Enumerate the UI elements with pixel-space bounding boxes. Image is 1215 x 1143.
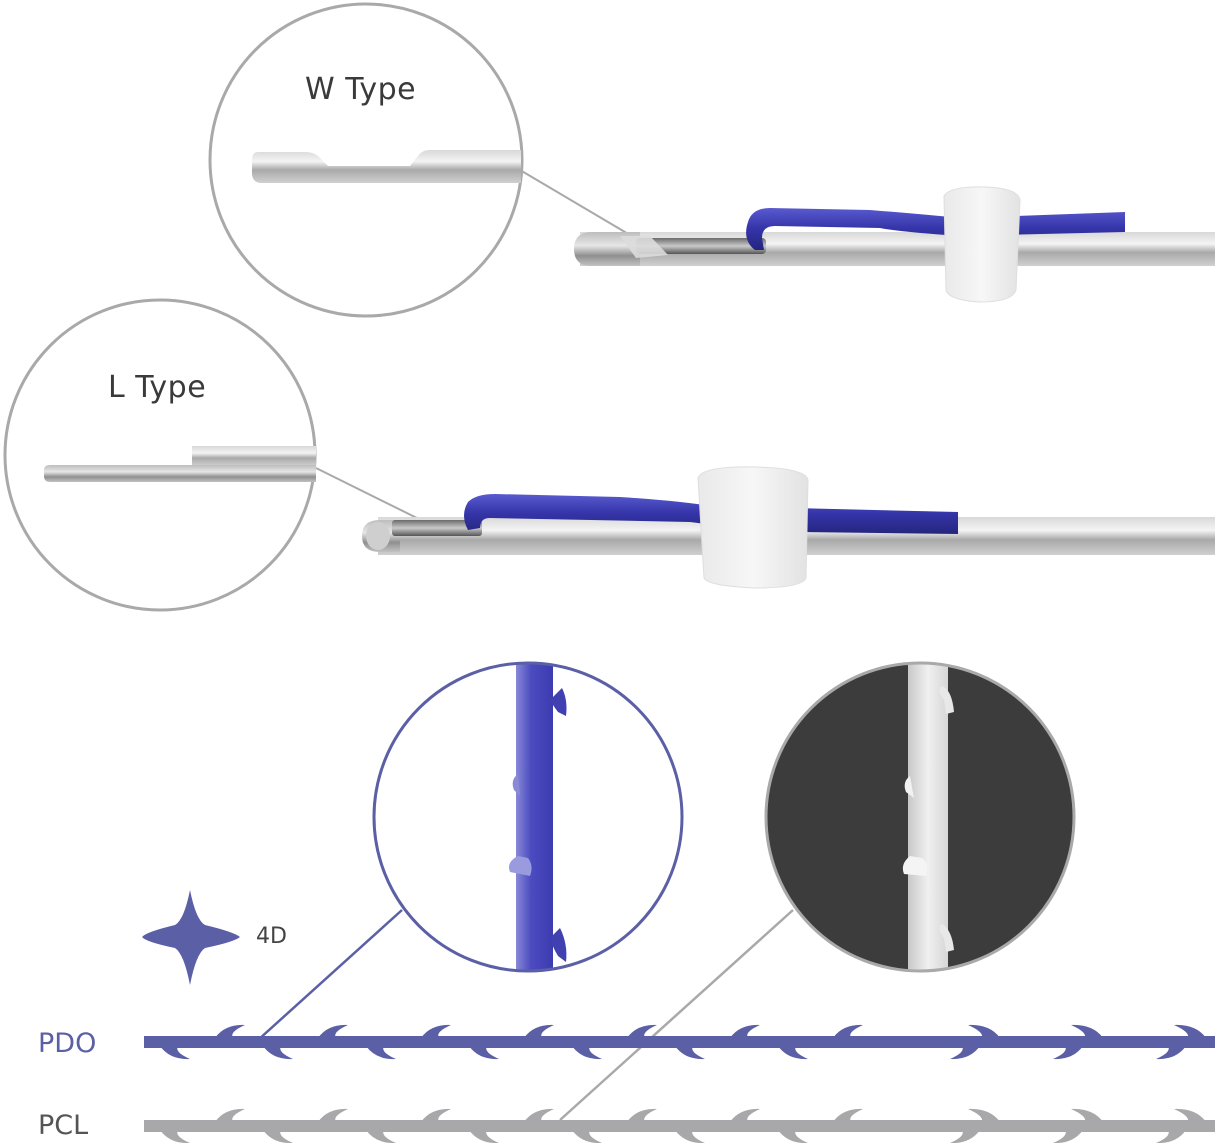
barb	[263, 1046, 293, 1060]
four-d-label: 4D	[256, 924, 287, 949]
barb	[366, 1046, 396, 1060]
barb	[421, 1108, 451, 1122]
barb	[778, 1130, 808, 1143]
pdo-zoom-callout	[257, 661, 684, 1041]
w-type-foam-stopper	[943, 186, 1021, 303]
barb	[263, 1130, 293, 1143]
barb	[318, 1024, 348, 1038]
barb	[730, 1024, 760, 1038]
barb	[1156, 1130, 1186, 1143]
pcl-barbed-thread	[144, 1108, 1215, 1143]
thread-body	[144, 1036, 1215, 1048]
l-type-label: L Type	[108, 370, 207, 405]
w-type-callout	[208, 2, 631, 318]
w-type-needle-tip-illustration	[252, 150, 521, 183]
l-type-needle-tip-illustration	[44, 446, 316, 482]
barb	[1053, 1046, 1083, 1060]
barb	[778, 1046, 808, 1060]
w-type-blue-thread	[746, 208, 1125, 250]
four-point-star-icon	[142, 890, 240, 985]
pdo-zoom-circle	[372, 661, 684, 973]
barb	[1174, 1108, 1206, 1122]
barb	[1156, 1046, 1186, 1060]
l-type-foam-stopper	[697, 466, 809, 589]
w-type-leader-line	[519, 169, 631, 236]
barb	[833, 1024, 863, 1038]
barb	[675, 1130, 705, 1143]
barb	[833, 1108, 863, 1122]
pdo-leader-line	[257, 909, 403, 1041]
barb	[1071, 1108, 1103, 1122]
w-type-zoom-circle	[208, 2, 524, 318]
barb	[318, 1108, 348, 1122]
barb	[968, 1108, 1000, 1122]
l-type-leader-line	[315, 467, 426, 523]
barb	[524, 1024, 554, 1038]
l-type-callout	[3, 298, 426, 612]
barb	[524, 1108, 554, 1122]
barb	[469, 1130, 499, 1143]
barb	[572, 1130, 602, 1143]
barb	[1174, 1024, 1206, 1038]
barb	[950, 1130, 980, 1143]
barb	[469, 1046, 499, 1060]
pdo-label: PDO	[38, 1028, 97, 1059]
barb	[627, 1024, 657, 1038]
barb	[950, 1046, 980, 1060]
pcl-label: PCL	[38, 1110, 89, 1141]
pdo-magnified-thread	[509, 663, 567, 971]
pcl-magnified-thread	[902, 663, 954, 971]
barb	[421, 1024, 451, 1038]
barb	[572, 1046, 602, 1060]
barb	[730, 1108, 760, 1122]
barb	[675, 1046, 705, 1060]
w-type-cannula	[574, 186, 1215, 303]
barb	[215, 1108, 245, 1122]
barb	[1071, 1024, 1103, 1038]
barb	[968, 1024, 1000, 1038]
pcl-leader-line	[559, 909, 794, 1121]
barb	[160, 1046, 190, 1060]
thread-body	[144, 1120, 1215, 1132]
pcl-zoom-circle	[764, 661, 1076, 973]
pcl-zoom-callout	[559, 661, 1076, 1121]
barb	[215, 1024, 245, 1038]
pdo-barbed-thread	[144, 1024, 1215, 1060]
barb	[627, 1108, 657, 1122]
barb	[1053, 1130, 1083, 1143]
w-type-label: W Type	[305, 72, 417, 107]
barb	[160, 1130, 190, 1143]
barb	[366, 1130, 396, 1143]
l-type-cannula	[362, 466, 1215, 589]
